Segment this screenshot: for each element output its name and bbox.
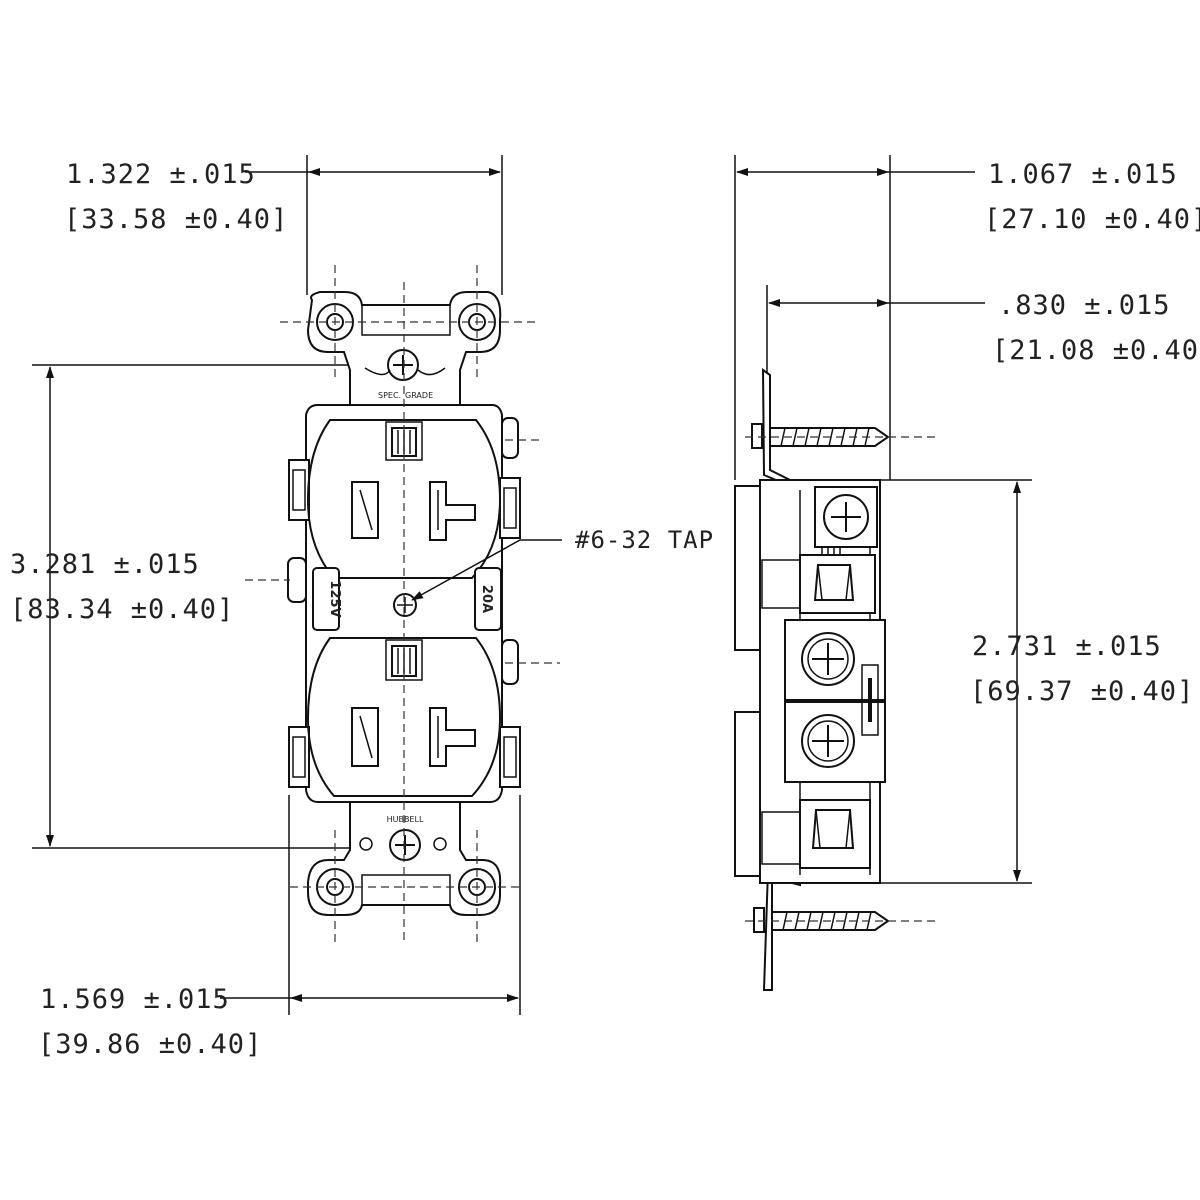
side-body-depth-imperial: .830 ±.015 bbox=[998, 290, 1171, 321]
side-body-depth-metric: [21.08 ±0.40] bbox=[992, 335, 1200, 366]
front-width-metric: [33.58 ±0.40] bbox=[64, 204, 288, 235]
bottom-strap-screw bbox=[753, 907, 890, 933]
front-height-metric: [83.34 ±0.40] bbox=[10, 594, 234, 625]
svg-text:GRADE: GRADE bbox=[405, 391, 433, 400]
strap-width-metric: [39.86 ±0.40] bbox=[38, 1029, 262, 1060]
front-view: SPEC. GRADE bbox=[32, 155, 562, 1015]
voltage-rating: 125V bbox=[327, 580, 342, 617]
lower-hot-slot bbox=[429, 707, 476, 767]
lower-neutral-slot bbox=[351, 707, 379, 767]
lower-outlet-face bbox=[306, 637, 502, 797]
strap-width-imperial: 1.569 ±.015 bbox=[40, 984, 230, 1015]
center-tap-hole bbox=[393, 593, 417, 617]
top-strap-screw bbox=[751, 423, 890, 449]
upper-outlet-face bbox=[306, 419, 502, 579]
side-height-metric: [69.37 ±0.40] bbox=[970, 676, 1194, 707]
side-depth-metric: [27.10 ±0.40] bbox=[984, 204, 1200, 235]
side-depth-imperial: 1.067 ±.015 bbox=[988, 159, 1178, 190]
receptacle-body: 125V 20A bbox=[287, 404, 521, 803]
side-view bbox=[734, 155, 1032, 991]
upper-hot-slot bbox=[429, 481, 476, 541]
svg-text:SPEC.: SPEC. bbox=[378, 391, 401, 400]
amperage-rating: 20A bbox=[479, 585, 494, 613]
side-body bbox=[734, 479, 886, 884]
front-height-imperial: 3.281 ±.015 bbox=[10, 549, 200, 580]
side-height-imperial: 2.731 ±.015 bbox=[972, 631, 1162, 662]
dimension-labels: 1.322 ±.015 [33.58 ±0.40] 3.281 ±.015 [8… bbox=[10, 159, 1200, 1060]
tap-callout: #6-32 TAP bbox=[575, 526, 714, 554]
brand-mark: HUBBELL bbox=[387, 815, 424, 824]
front-width-imperial: 1.322 ±.015 bbox=[66, 159, 256, 190]
upper-neutral-slot bbox=[351, 481, 379, 539]
